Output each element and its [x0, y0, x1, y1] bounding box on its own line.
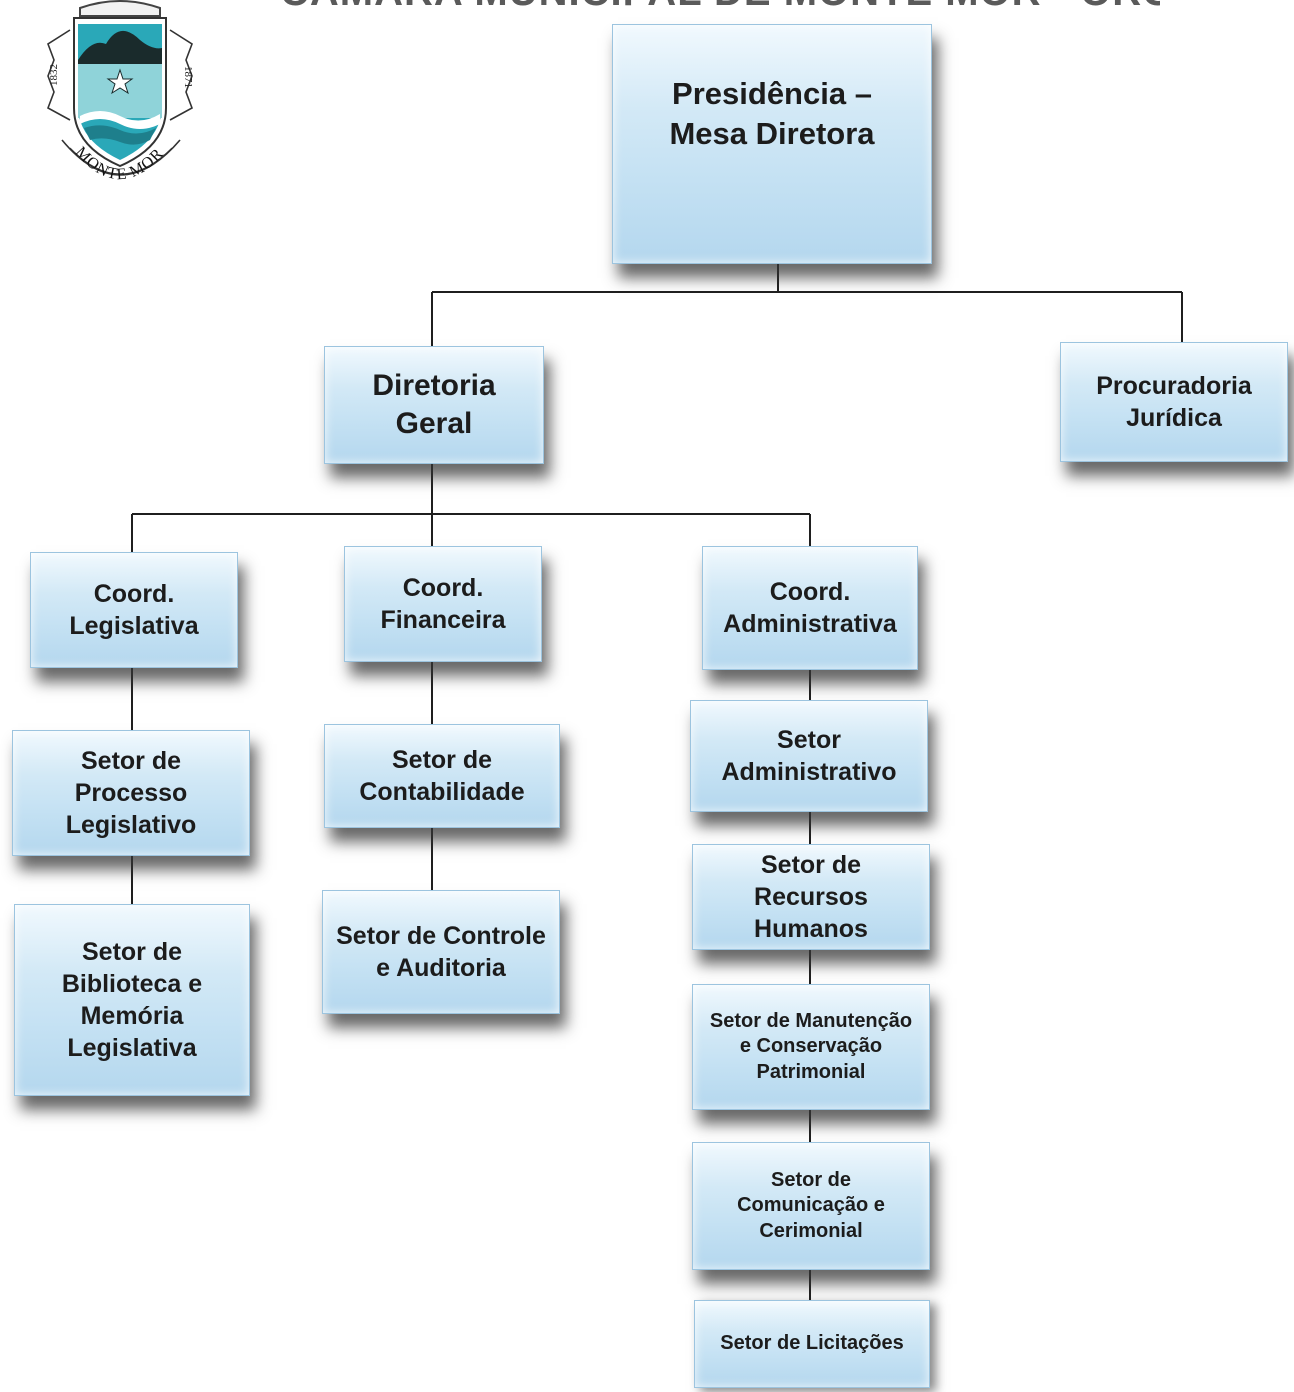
node-setor-recursos-humanos: Setor de Recursos Humanos [692, 844, 930, 950]
page-title: CÂMARA MUNICIPAL DE MONTE MOR - ORGANOGR… [280, 0, 1160, 8]
node-setor-licitacoes: Setor de Licitações [694, 1300, 930, 1388]
node-setor-administrativo: Setor Administrativo [690, 700, 928, 812]
node-coord-financeira: Coord. Financeira [344, 546, 542, 662]
node-setor-controle-auditoria: Setor de Controle e Auditoria [322, 890, 560, 1014]
node-coord-administrativa: Coord. Administrativa [702, 546, 918, 670]
svg-text:1871: 1871 [182, 66, 194, 88]
node-setor-contabilidade: Setor de Contabilidade [324, 724, 560, 828]
node-setor-manutencao-conservacao-patrimonial: Setor de Manutenção e Conservação Patrim… [692, 984, 930, 1110]
coat-of-arms-logo: 1832 1871 MONTE MOR [47, 0, 194, 183]
node-setor-comunicacao-cerimonial: Setor de Comunicação e Cerimonial [692, 1142, 930, 1270]
node-setor-biblioteca-memoria-legislativa: Setor de Biblioteca e Memória Legislativ… [14, 904, 250, 1096]
node-diretoria-geral: Diretoria Geral [324, 346, 544, 464]
node-presidencia-mesa-diretora: Presidência – Mesa Diretora [612, 24, 932, 264]
node-coord-legislativa: Coord. Legislativa [30, 552, 238, 668]
node-procuradoria-juridica: Procuradoria Jurídica [1060, 342, 1288, 462]
node-setor-processo-legislativo: Setor de Processo Legislativo [12, 730, 250, 856]
svg-text:1832: 1832 [48, 64, 60, 86]
